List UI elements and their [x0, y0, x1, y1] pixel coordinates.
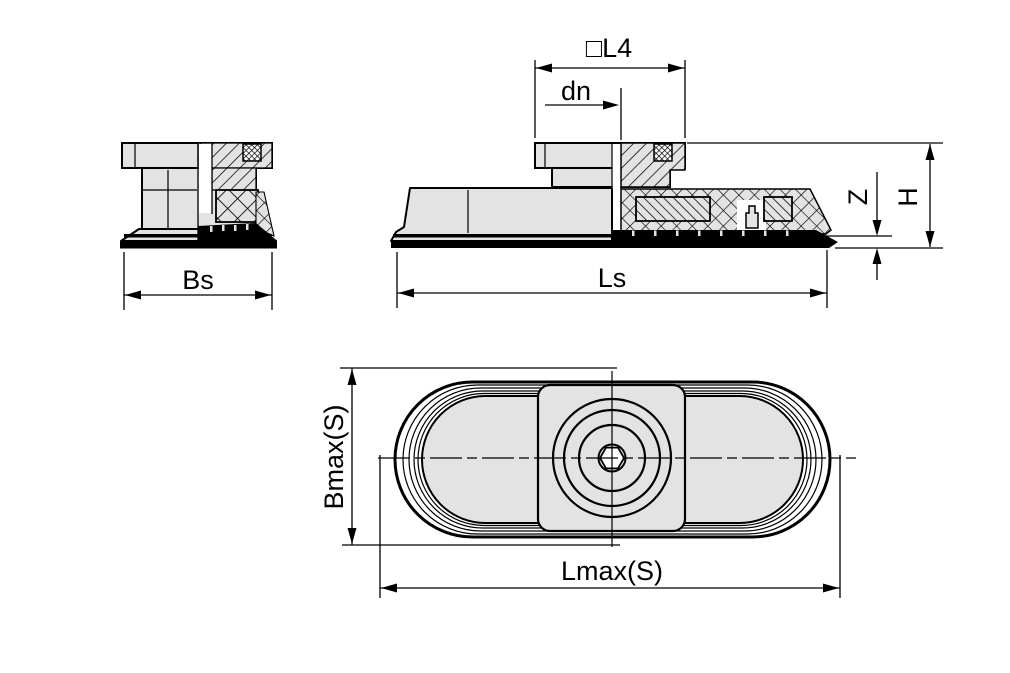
- sealing-teeth: [612, 230, 838, 248]
- tooth-gap: [632, 230, 635, 236]
- dim-label-lmax: Lmax(S): [561, 556, 663, 586]
- dimension-bmax: Bmax(S): [319, 367, 620, 546]
- arrowhead: [872, 248, 882, 264]
- tooth-gap: [222, 225, 225, 231]
- arrowhead: [872, 220, 882, 236]
- tooth-gap: [786, 230, 789, 236]
- dimension-l4: □L4: [534, 33, 686, 138]
- tooth-gap: [720, 230, 723, 236]
- dimension-ls: Ls: [396, 250, 828, 308]
- arrowhead: [536, 63, 552, 73]
- dim-label-bs: Bs: [182, 265, 214, 295]
- lip-bottom-band: [391, 241, 612, 248]
- arrowhead: [347, 369, 357, 385]
- dimension-h: H: [687, 142, 943, 249]
- cup-body-outline: [390, 187, 613, 242]
- arrowhead: [255, 290, 271, 300]
- arrowhead: [347, 528, 357, 544]
- bore-hole: [199, 144, 212, 213]
- arrowhead: [925, 231, 935, 247]
- lip-bottom-band: [120, 241, 277, 249]
- support-plate-section: [763, 196, 793, 222]
- dim-label-dn: dn: [561, 76, 591, 106]
- tooth-gap: [234, 225, 237, 231]
- tooth-gap: [654, 230, 657, 236]
- dimension-bs: Bs: [123, 252, 273, 310]
- rubber-edge-section: [255, 191, 275, 237]
- tooth-gap: [698, 230, 701, 236]
- dim-label-h: H: [893, 187, 923, 207]
- support-plate-section: [635, 196, 711, 222]
- arrowhead: [668, 63, 684, 73]
- arrowhead: [810, 288, 826, 298]
- view-plan: [378, 371, 856, 547]
- dim-label-z: Z: [843, 189, 873, 206]
- tooth-gap: [210, 226, 213, 232]
- dimension-dn: dn: [545, 76, 622, 140]
- valve-insert: [745, 205, 759, 229]
- dim-label-bmax: Bmax(S): [319, 404, 349, 509]
- bore-hole: [612, 144, 621, 189]
- dim-label-ls: Ls: [598, 263, 627, 293]
- view-side-long: [390, 142, 838, 248]
- lip-line: [393, 234, 612, 238]
- seal-ring-section: [242, 143, 262, 162]
- dim-label-l4: □L4: [586, 33, 632, 63]
- arrowhead: [125, 290, 141, 300]
- arrowhead: [381, 583, 397, 593]
- tooth-gap: [676, 230, 679, 236]
- tooth-gap: [742, 230, 745, 236]
- arrowhead: [925, 144, 935, 160]
- tooth-gap: [764, 230, 767, 236]
- dimension-z: Z: [823, 172, 892, 280]
- flange-section-hatch: [620, 142, 686, 188]
- view-side-narrow: [120, 142, 277, 249]
- insert-plate-section: [215, 189, 259, 223]
- dimension-lmax: Lmax(S): [379, 455, 841, 598]
- body-section-hatch: [211, 167, 257, 191]
- tooth-gap: [246, 224, 249, 230]
- arrowhead: [398, 288, 414, 298]
- arrowhead: [603, 100, 619, 110]
- seal-ring-section: [653, 143, 673, 162]
- arrowhead: [823, 583, 839, 593]
